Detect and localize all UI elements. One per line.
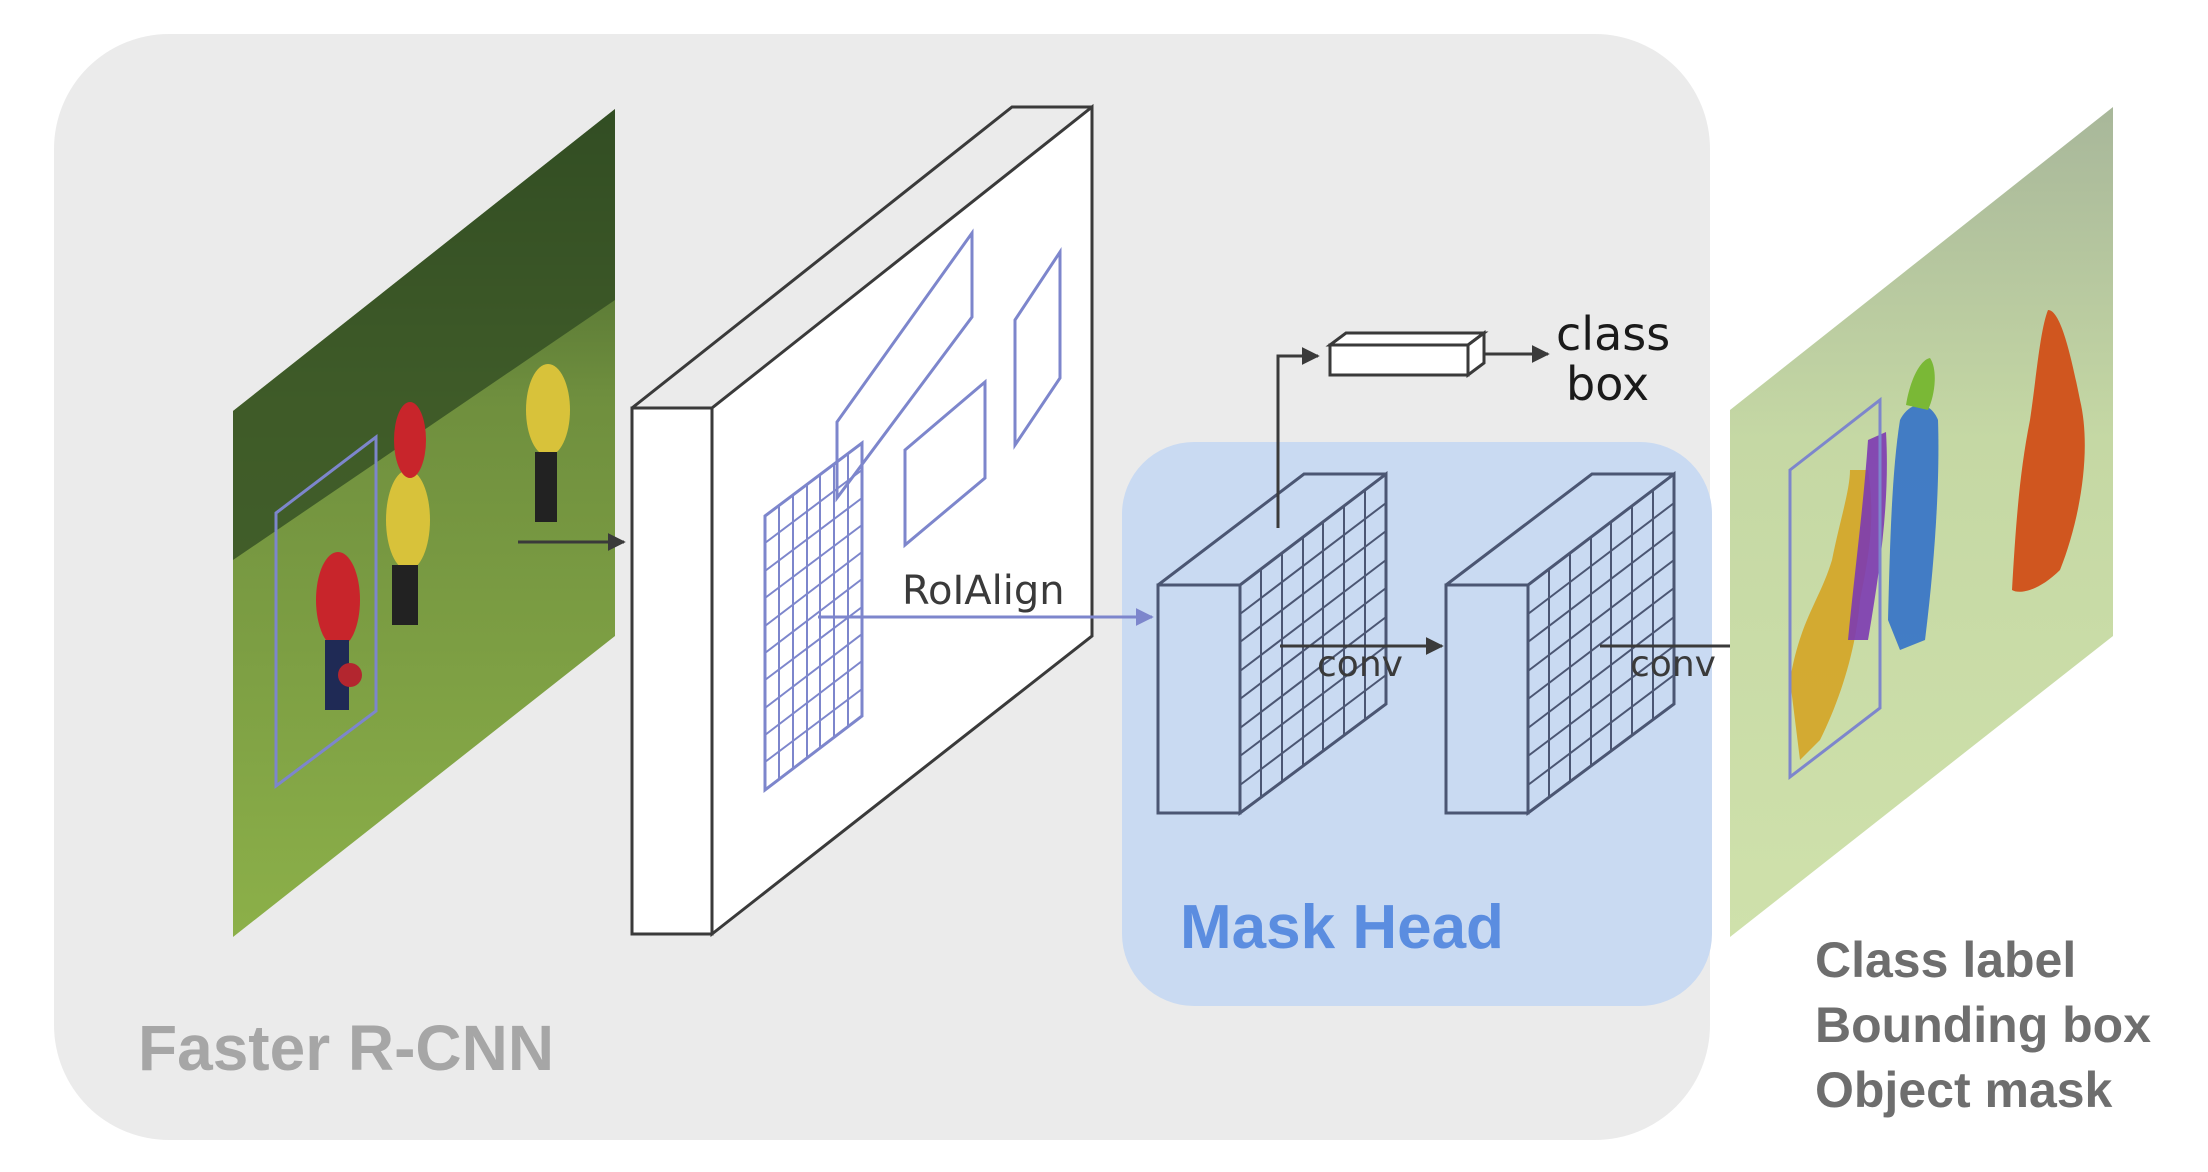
output-class-label: Class label [1815, 932, 2076, 988]
outputs-list: Class label Bounding box Object mask [1815, 932, 2151, 1118]
mask-head-block-2 [1444, 470, 1676, 816]
roi-rect-tall [1013, 247, 1062, 450]
class-label: class [1556, 307, 1670, 361]
faster-rcnn-title: Faster R-CNN [138, 1012, 554, 1084]
class-box-branch [1276, 330, 1550, 528]
mask-head-title: Mask Head [1180, 893, 1504, 962]
roi-box-1 [835, 228, 974, 503]
output-object-mask: Object mask [1815, 1062, 2113, 1118]
box-label: box [1566, 357, 1649, 411]
mask-head-block-1 [1156, 470, 1388, 816]
output-image [1730, 107, 2113, 937]
roi-grid [763, 439, 864, 794]
output-bounding-box: Bounding box [1815, 997, 2151, 1053]
roi-proposals [835, 228, 1062, 549]
roialign-label: RoIAlign [902, 568, 1065, 614]
roi-rect-mid [903, 378, 987, 549]
conv-label-2: conv [1630, 644, 1716, 685]
input-image [233, 109, 626, 937]
conv-label-1: conv [1317, 644, 1403, 685]
